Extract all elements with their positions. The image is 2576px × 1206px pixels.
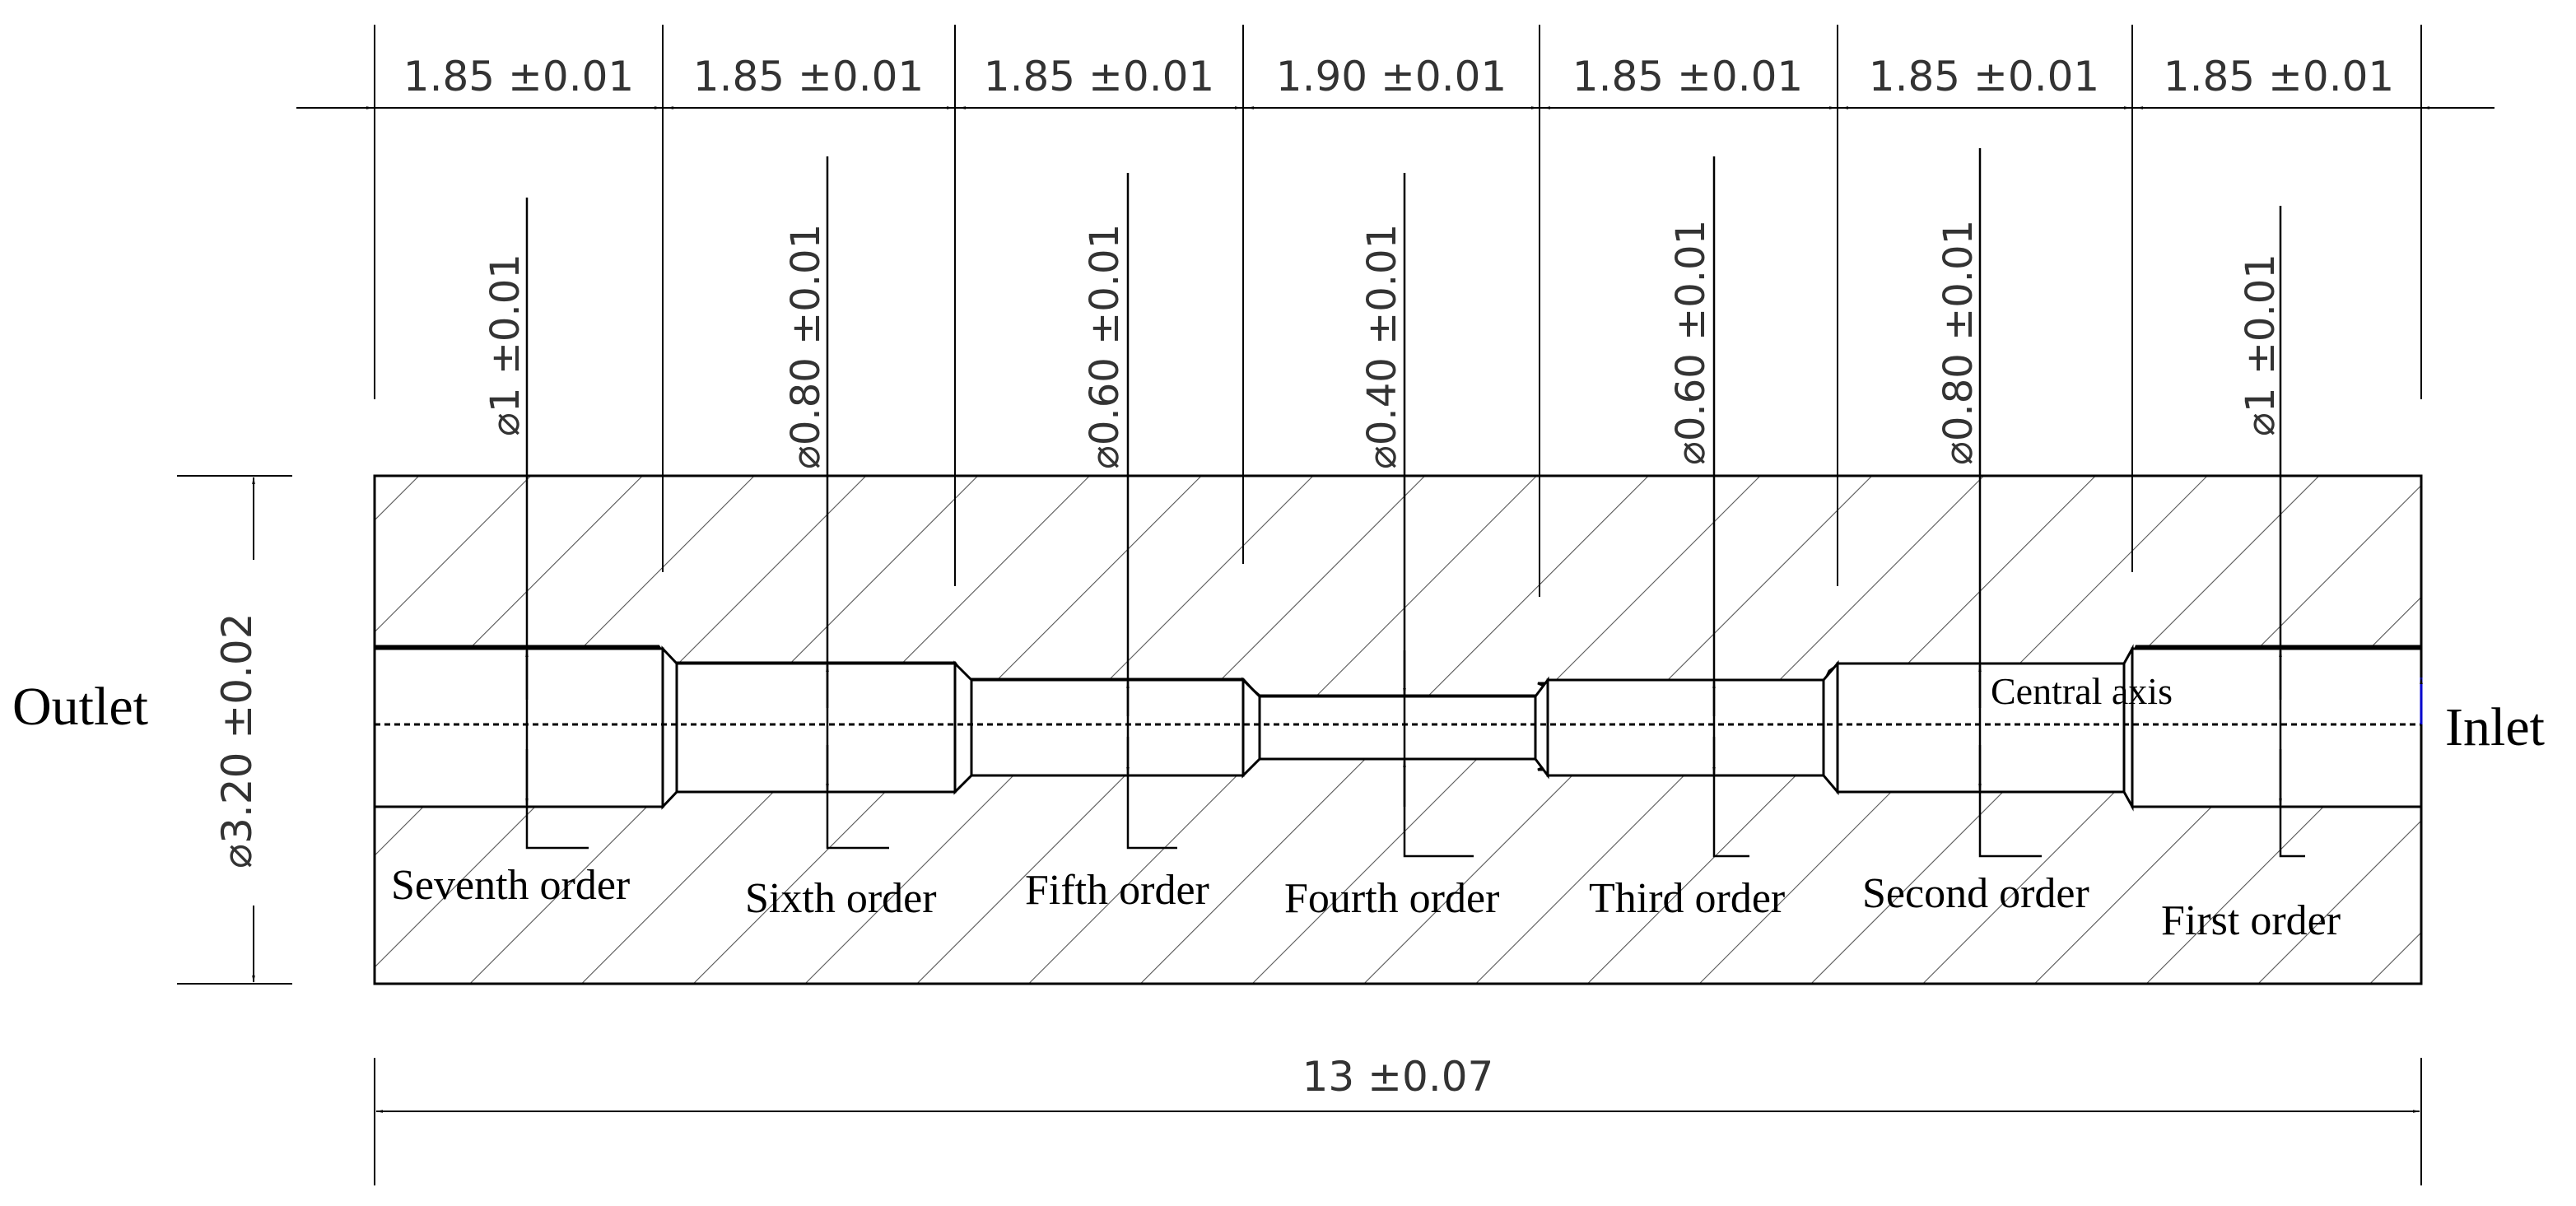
dim-label-6: 1.85 ±0.01 (1869, 53, 2099, 100)
diameter-label-2: ⌀0.80 ±0.01 (783, 224, 829, 469)
central-axis-label: Central axis (1991, 670, 2173, 712)
order-label-7: Seventh order (391, 862, 630, 909)
order-label-5: Fifth order (1025, 867, 1209, 914)
total-length-dimension (374, 1058, 2422, 1185)
outlet-label: Outlet (12, 677, 148, 737)
diameter-label-7: ⌀1 ±0.01 (2238, 254, 2284, 436)
order-label-6: Sixth order (745, 875, 937, 922)
diameter-arrows (525, 650, 2282, 807)
outer-diameter-label-bg (216, 560, 257, 906)
inlet-label: Inlet (2445, 697, 2545, 757)
dim-label-4: 1.90 ±0.01 (1276, 53, 1507, 100)
diameter-labels: ⌀1 ±0.01 ⌀0.80 ±0.01 ⌀0.60 ±0.01 ⌀0.40 ±… (482, 220, 2284, 469)
order-label-2: Second order (1862, 870, 2089, 917)
dim-label-2: 1.85 ±0.01 (693, 53, 924, 100)
order-label-3: Third order (1589, 875, 1785, 922)
bore-chamfers (661, 644, 2134, 812)
dim-label-1: 1.85 ±0.01 (403, 53, 634, 100)
order-labels: Seventh order Sixth order Fifth order Fo… (391, 862, 2341, 944)
top-extension-lines (374, 25, 2422, 597)
top-dimension-labels: 1.85 ±0.01 1.85 ±0.01 1.85 ±0.01 1.90 ±0… (403, 53, 2394, 100)
dim-label-7: 1.85 ±0.01 (2164, 53, 2394, 100)
dim-label-3: 1.85 ±0.01 (984, 53, 1214, 100)
diameter-label-4: ⌀0.40 ±0.01 (1359, 224, 1405, 469)
order-label-4: Fourth order (1284, 875, 1499, 922)
dim-label-5: 1.85 ±0.01 (1572, 53, 1803, 100)
diameter-label-6: ⌀0.80 ±0.01 (1935, 220, 1982, 465)
diameter-leaders (525, 148, 2305, 858)
diameter-label-5: ⌀0.60 ±0.01 (1668, 220, 1714, 465)
order-label-1: First order (2161, 897, 2341, 944)
diameter-label-1: ⌀1 ±0.01 (482, 254, 529, 436)
total-length-label: 13 ±0.07 (1302, 1053, 1494, 1101)
diameter-label-3: ⌀0.60 ±0.01 (1082, 224, 1128, 469)
outer-diameter-label: ⌀3.20 ±0.02 (213, 612, 261, 868)
